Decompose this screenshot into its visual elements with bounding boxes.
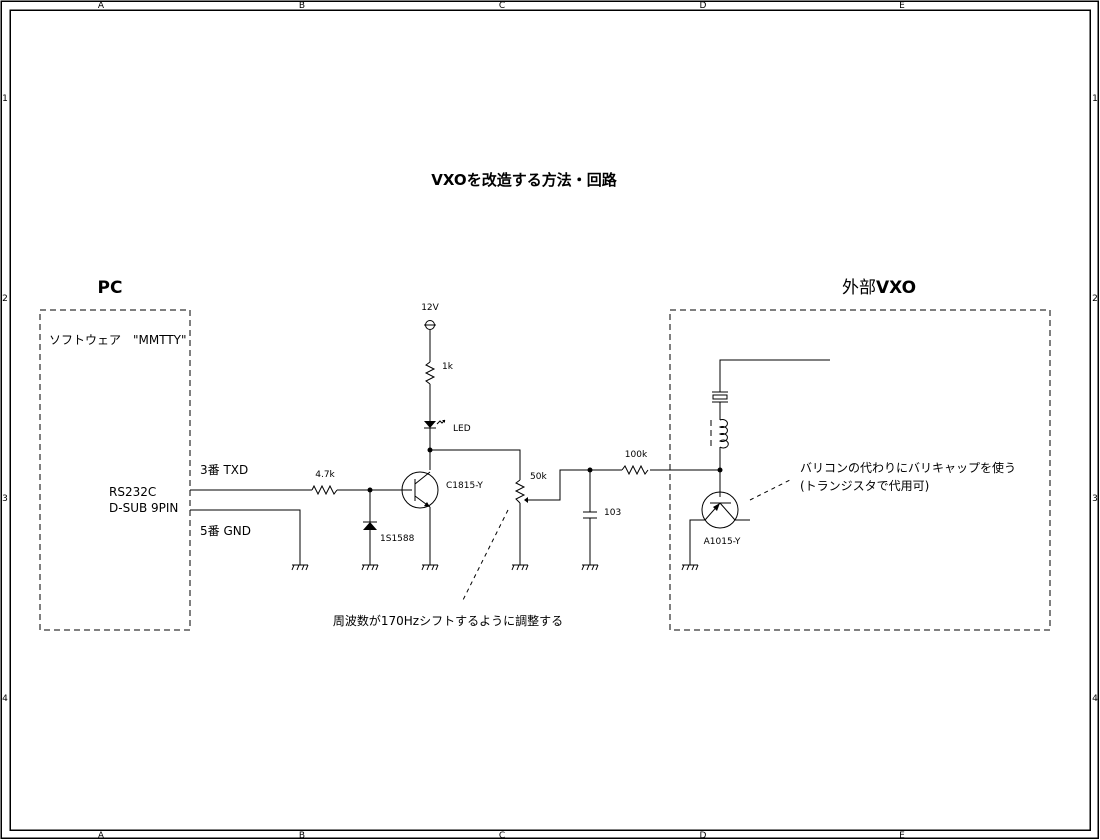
software-label: ソフトウェア "MMTTY" <box>49 333 187 347</box>
wire-pot-top <box>430 449 521 480</box>
port-label-line1: RS232C <box>109 485 156 499</box>
ground-symbol <box>421 564 439 571</box>
pot-label: 50k <box>530 472 547 482</box>
pot-wiper-arrow-icon <box>524 497 528 503</box>
ground-symbol <box>361 564 379 571</box>
capacitor-icon <box>583 511 597 519</box>
resistor-1k-icon <box>424 361 436 385</box>
col-label-bottom: D <box>700 831 707 840</box>
r-base-label: 4.7k <box>315 470 335 480</box>
row-label-left: 4 <box>2 694 8 704</box>
port-label-line2: D-SUB 9PIN <box>109 501 178 515</box>
led-icon <box>424 419 446 429</box>
cap-label: 103 <box>604 508 621 518</box>
note-leader-adjust <box>462 509 509 601</box>
ground-symbol <box>291 564 309 571</box>
inductor-icon <box>710 419 729 449</box>
col-label-bottom: C <box>499 831 505 840</box>
diagram-title: VXOを改造する方法・回路 <box>431 171 617 189</box>
wire-varicap-gnd <box>689 519 705 565</box>
diode-icon <box>363 521 377 530</box>
inner-frame <box>9 9 1091 831</box>
row-label-right: 3 <box>1092 494 1098 504</box>
wire-crystal-top <box>719 359 830 392</box>
row-label-left: 3 <box>2 494 8 504</box>
npn-transistor-icon <box>401 471 439 509</box>
crystal-icon <box>712 391 728 403</box>
vxo-heading-jp: 外部 <box>842 278 876 298</box>
note-varicap-line2: (トランジスタで代用可) <box>800 479 929 493</box>
vxo-heading-en: VXO <box>876 278 916 298</box>
col-label-top: A <box>98 1 105 11</box>
col-label-top: D <box>700 1 707 11</box>
col-label-bottom: E <box>899 831 905 840</box>
r-led-label: 1k <box>442 362 454 372</box>
power-terminal-icon <box>424 320 436 330</box>
pin-txd-label: 3番 TXD <box>200 463 248 477</box>
resistor-100k-icon <box>621 464 649 476</box>
pnp-label: A1015-Y <box>704 537 741 547</box>
row-label-left: 2 <box>2 294 8 304</box>
row-label-right: 2 <box>1092 294 1098 304</box>
wire-gnd <box>190 509 301 565</box>
supply-label: 12V <box>421 303 439 313</box>
npn-label: C1815-Y <box>446 481 483 491</box>
diode-label: 1S1588 <box>380 534 415 544</box>
pc-boundary <box>39 309 191 631</box>
row-label-right: 1 <box>1092 94 1098 104</box>
resistor-gap <box>622 464 650 476</box>
col-label-bottom: B <box>299 831 305 840</box>
col-label-top: C <box>499 1 505 11</box>
led-label: LED <box>453 424 471 434</box>
junction-dot <box>717 467 723 473</box>
pnp-transistor-icon <box>701 491 739 529</box>
note-varicap-line1: バリコンの代わりにバリキャップを使う <box>800 460 1016 475</box>
note-leader-varicap <box>749 479 791 501</box>
col-label-top: E <box>899 1 905 11</box>
note-adjust: 周波数が170Hzシフトするように調整する <box>333 613 563 628</box>
vxo-boundary <box>669 309 1051 631</box>
r-bias-label: 100k <box>625 450 648 460</box>
pin-gnd-label: 5番 GND <box>200 524 251 538</box>
ground-symbol <box>581 564 599 571</box>
potentiometer-icon <box>514 479 526 504</box>
col-label-top: B <box>299 1 305 11</box>
ground-symbol <box>681 564 699 571</box>
col-label-bottom: A <box>98 831 105 840</box>
row-label-right: 4 <box>1092 694 1098 704</box>
pc-heading: PC <box>98 278 123 298</box>
ground-symbol <box>511 564 529 571</box>
resistor-4k7-icon <box>311 484 338 496</box>
row-label-left: 1 <box>2 94 8 104</box>
